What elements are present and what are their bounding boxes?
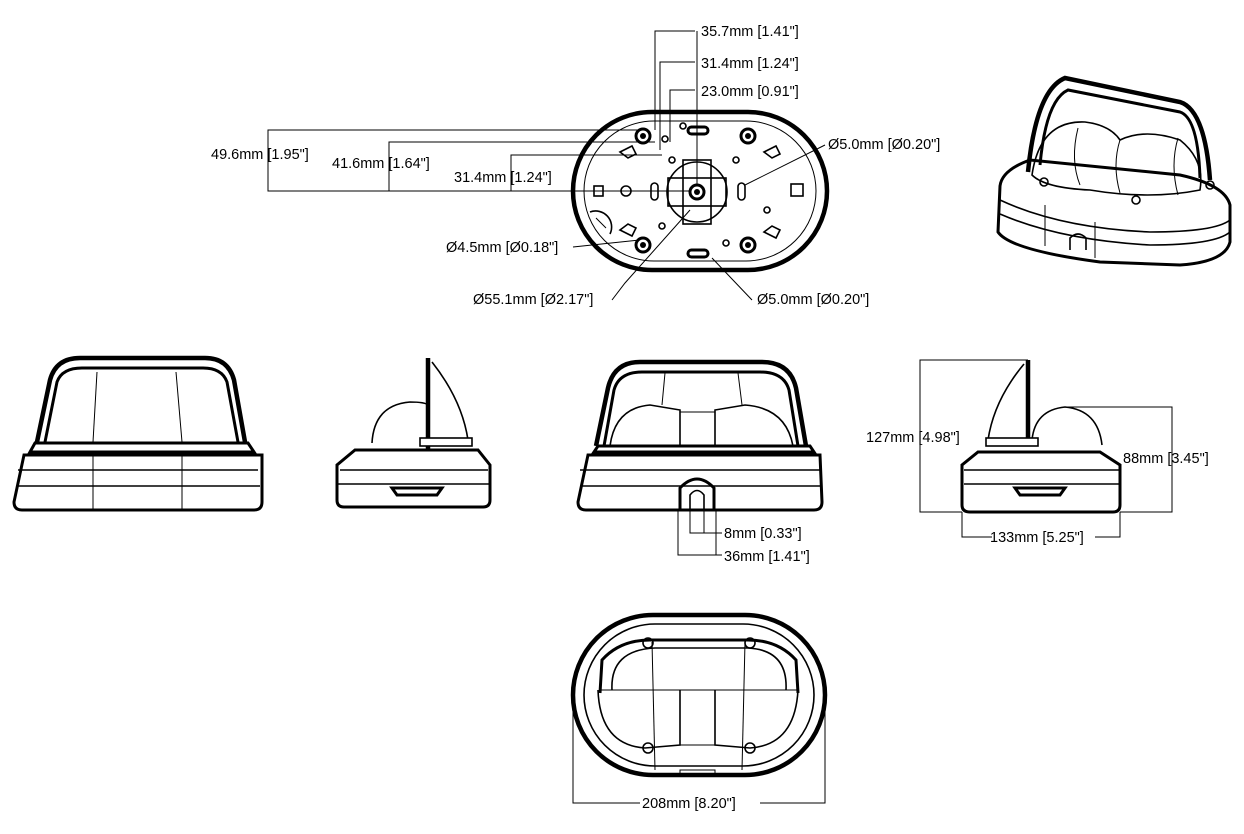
dim-208-label: 208mm [8.20"]: [642, 796, 736, 812]
rear-view-dimension-lines: [677, 510, 722, 556]
rear-view: [576, 359, 824, 512]
mount-plate-dimension-lines: [267, 30, 826, 301]
dim-88-label: 88mm [3.45"]: [1123, 451, 1209, 467]
dim-31-4-left-label: 31.4mm [1.24"]: [454, 170, 552, 186]
top-view-dimension-lines: [572, 695, 826, 804]
dim-35-7-label: 35.7mm [1.41"]: [701, 24, 799, 40]
dim-23-0-label: 23.0mm [0.91"]: [701, 84, 799, 100]
dim-phi4-5-label: Ø4.5mm [Ø0.18"]: [446, 240, 558, 256]
screw-hole-group: [634, 127, 757, 254]
dim-8-label: 8mm [0.33"]: [724, 526, 802, 542]
dim-41-6-label: 41.6mm [1.64"]: [332, 156, 430, 172]
dim-phi5-bottom-label: Ø5.0mm [Ø0.20"]: [757, 292, 869, 308]
top-view: [570, 612, 828, 778]
side-view: [335, 358, 492, 509]
front-view: [12, 355, 264, 512]
dim-36-label: 36mm [1.41"]: [724, 549, 810, 565]
dim-49-6-label: 49.6mm [1.95"]: [211, 147, 309, 163]
mount-plate-view: [570, 109, 830, 273]
dim-133-label: 133mm [5.25"]: [990, 530, 1084, 546]
dim-phi5-top-label: Ø5.0mm [Ø0.20"]: [828, 137, 940, 153]
side-view-dimensioned: [960, 360, 1122, 514]
dim-31-4-top-label: 31.4mm [1.24"]: [701, 56, 799, 72]
side-view-dimension-lines: [919, 359, 1173, 538]
dim-phi55-1-label: Ø55.1mm [Ø2.17"]: [473, 292, 593, 308]
isometric-camera-view: [996, 75, 1232, 267]
dim-127-label: 127mm [4.98"]: [866, 430, 960, 446]
